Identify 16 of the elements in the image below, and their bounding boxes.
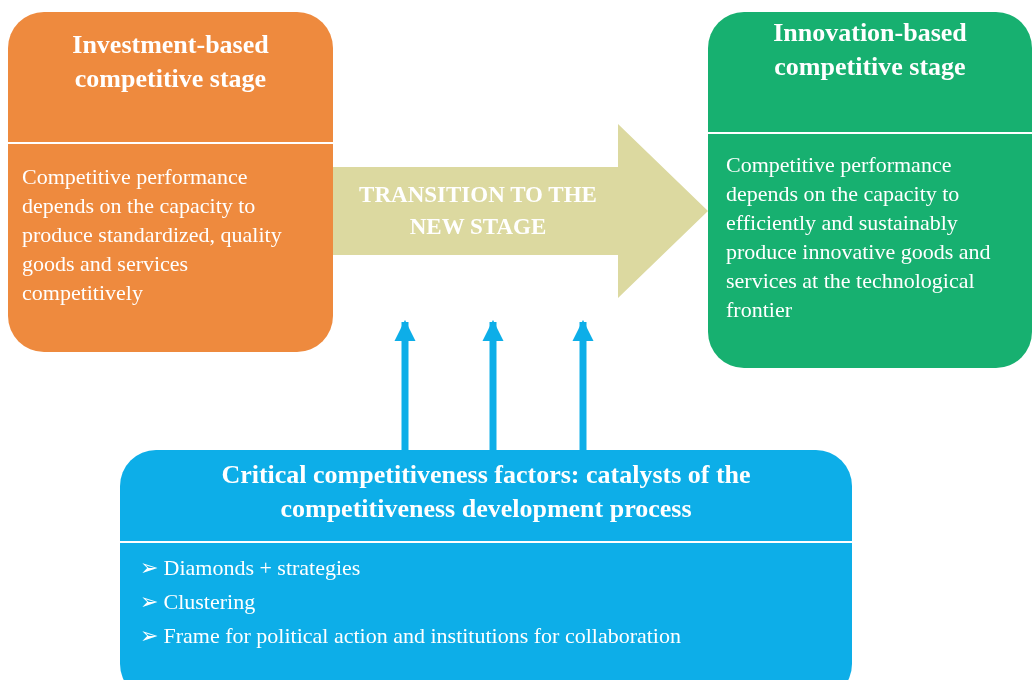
- factors-heading: Critical competitiveness factors: catalysts of the competitiveness development process: [220, 459, 752, 525]
- list-item: ➢ Diamonds + strategies: [140, 554, 361, 582]
- description-text: Competitive performance depends on the capacity to produce standardized, quality goods and services competitively: [22, 163, 283, 307]
- block-arrow: [333, 124, 708, 298]
- list-item: ➢ Frame for political action and institutions for collaboration: [140, 622, 681, 650]
- stage-card: [8, 12, 333, 352]
- description-text: Competitive performance depends on the capacity to efficiently and sustainably produce innovative goods and services at the technological frontier: [726, 151, 992, 324]
- factors-card: [120, 450, 852, 680]
- stage-card: [708, 12, 1032, 368]
- arrow: [394, 319, 416, 450]
- stage-heading: Innovation-based competitive stage: [772, 17, 968, 83]
- edge-label: TRANSITION TO THE NEW STAGE: [358, 181, 598, 241]
- list-item: ➢ Clustering: [140, 588, 256, 616]
- stage-heading: Investment-based competitive stage: [71, 29, 270, 95]
- arrow: [482, 319, 504, 450]
- arrow: [572, 319, 594, 450]
